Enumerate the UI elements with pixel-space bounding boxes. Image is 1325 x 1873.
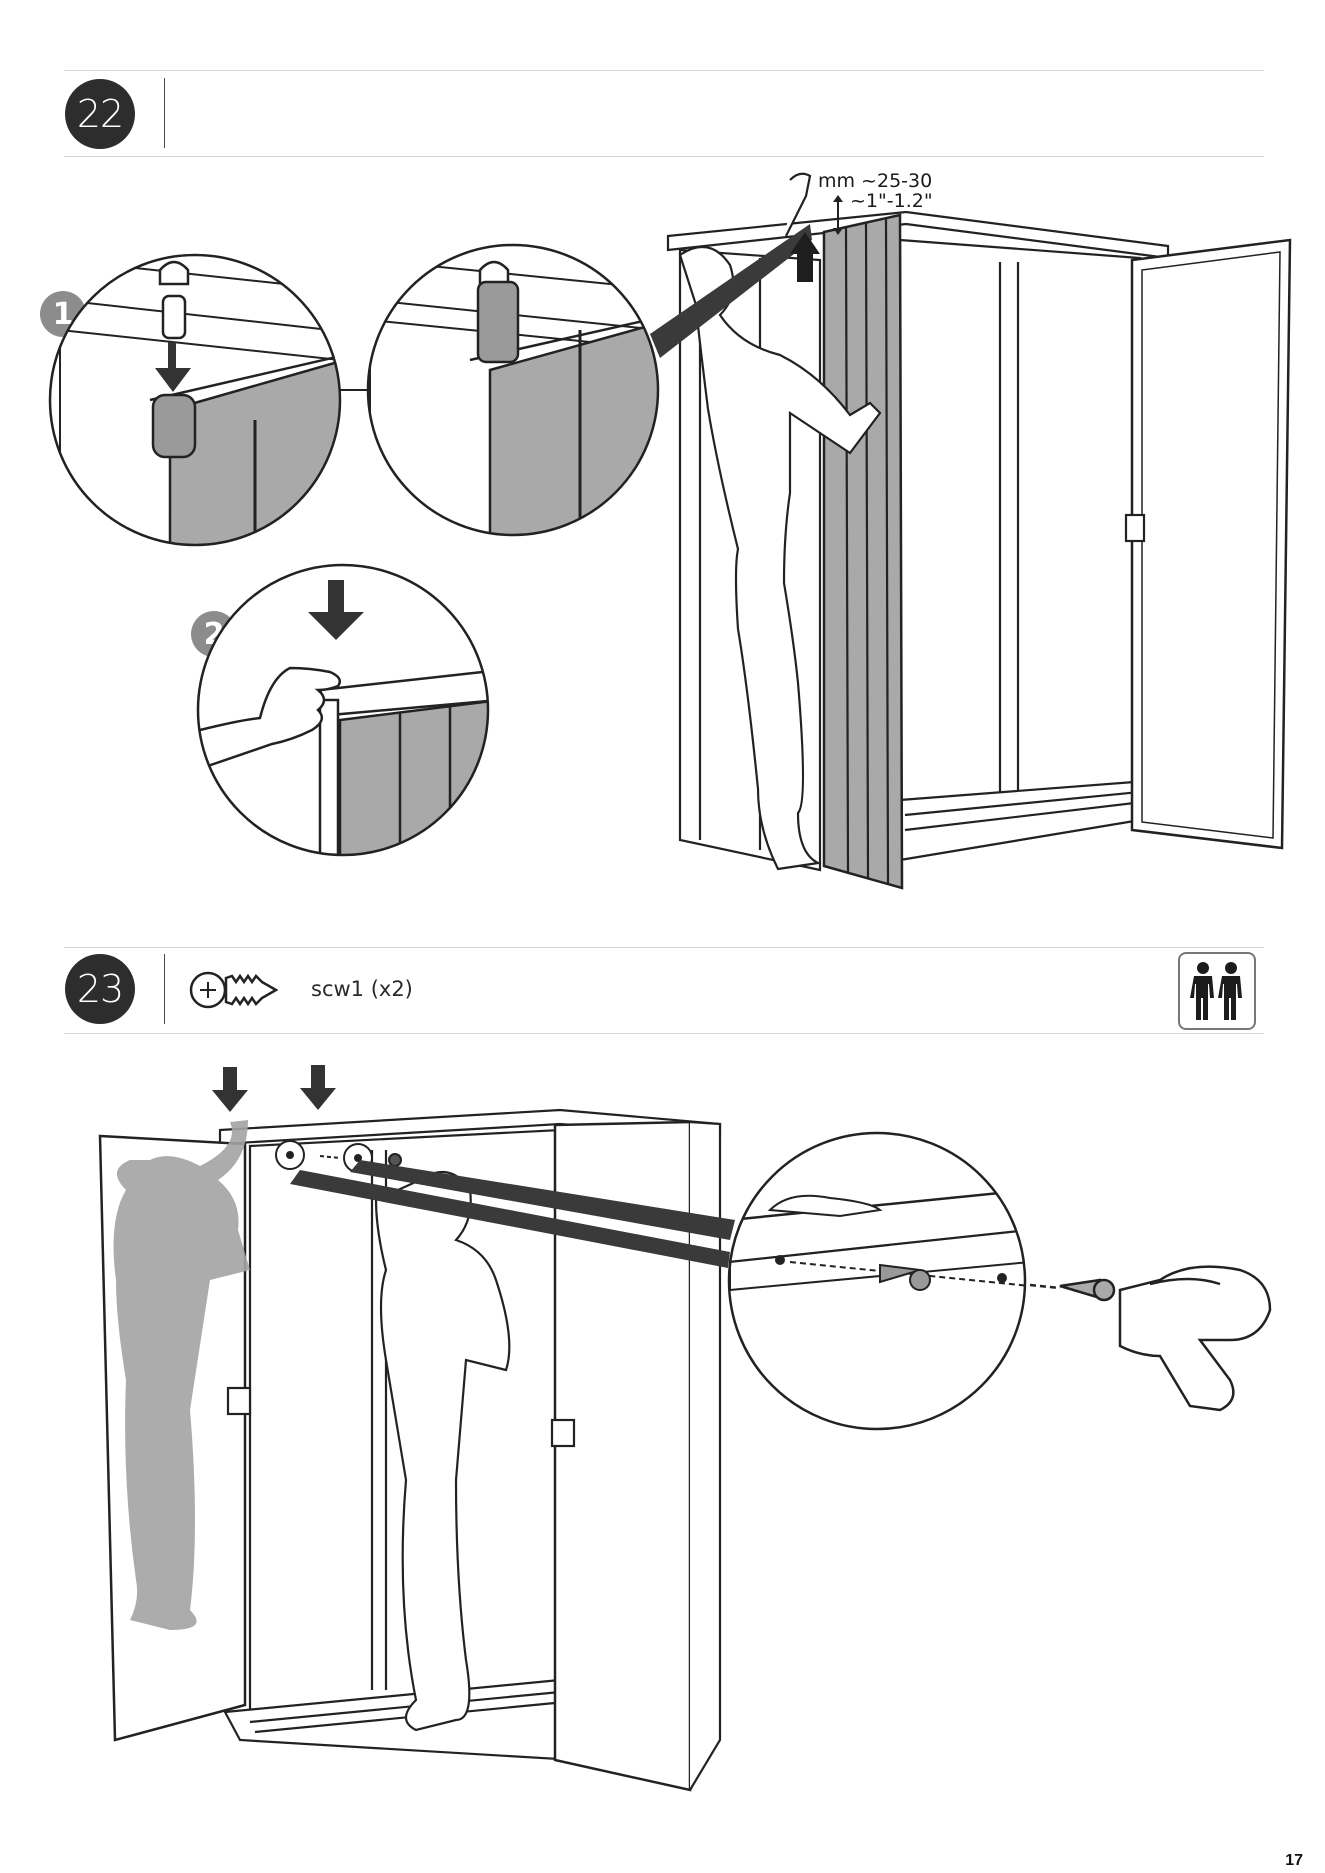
detail-circle-1 [40, 250, 360, 550]
screw-icon [191, 973, 276, 1007]
step-22-shed [668, 174, 1290, 888]
detail-circle-2 [360, 240, 680, 540]
page-number: 17 [1285, 1852, 1303, 1870]
detail-circle-3 [190, 560, 510, 860]
press-arrows [212, 1065, 336, 1112]
drill-icon [1030, 1267, 1270, 1410]
detail-circle-4 [720, 1130, 1040, 1430]
